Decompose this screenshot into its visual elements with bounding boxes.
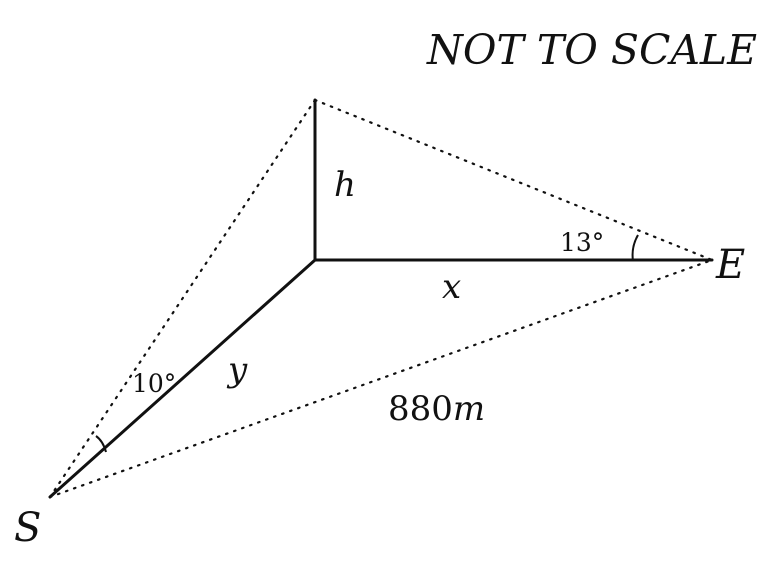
angle-arc-e	[631, 234, 639, 262]
length-label-h: h	[334, 165, 356, 205]
sightline-e-to-top	[313, 98, 714, 262]
point-label-e: E	[715, 242, 745, 288]
not-to-scale-label: NOT TO SCALE	[426, 26, 757, 74]
angle-label-s: 10°	[132, 369, 176, 398]
length-label-se-value: 880	[388, 389, 453, 429]
length-label-x: x	[442, 267, 461, 307]
point-label-s: S	[14, 505, 41, 551]
length-label-y: y	[226, 350, 248, 390]
line-s-to-e	[48, 258, 714, 499]
length-label-se-unit: m	[453, 389, 485, 429]
slant-line-y	[48, 258, 317, 499]
sightline-s-to-top	[48, 98, 317, 499]
angle-arc-s	[95, 435, 107, 453]
length-label-se: 880m	[388, 389, 485, 429]
angle-label-e: 13°	[560, 228, 604, 257]
